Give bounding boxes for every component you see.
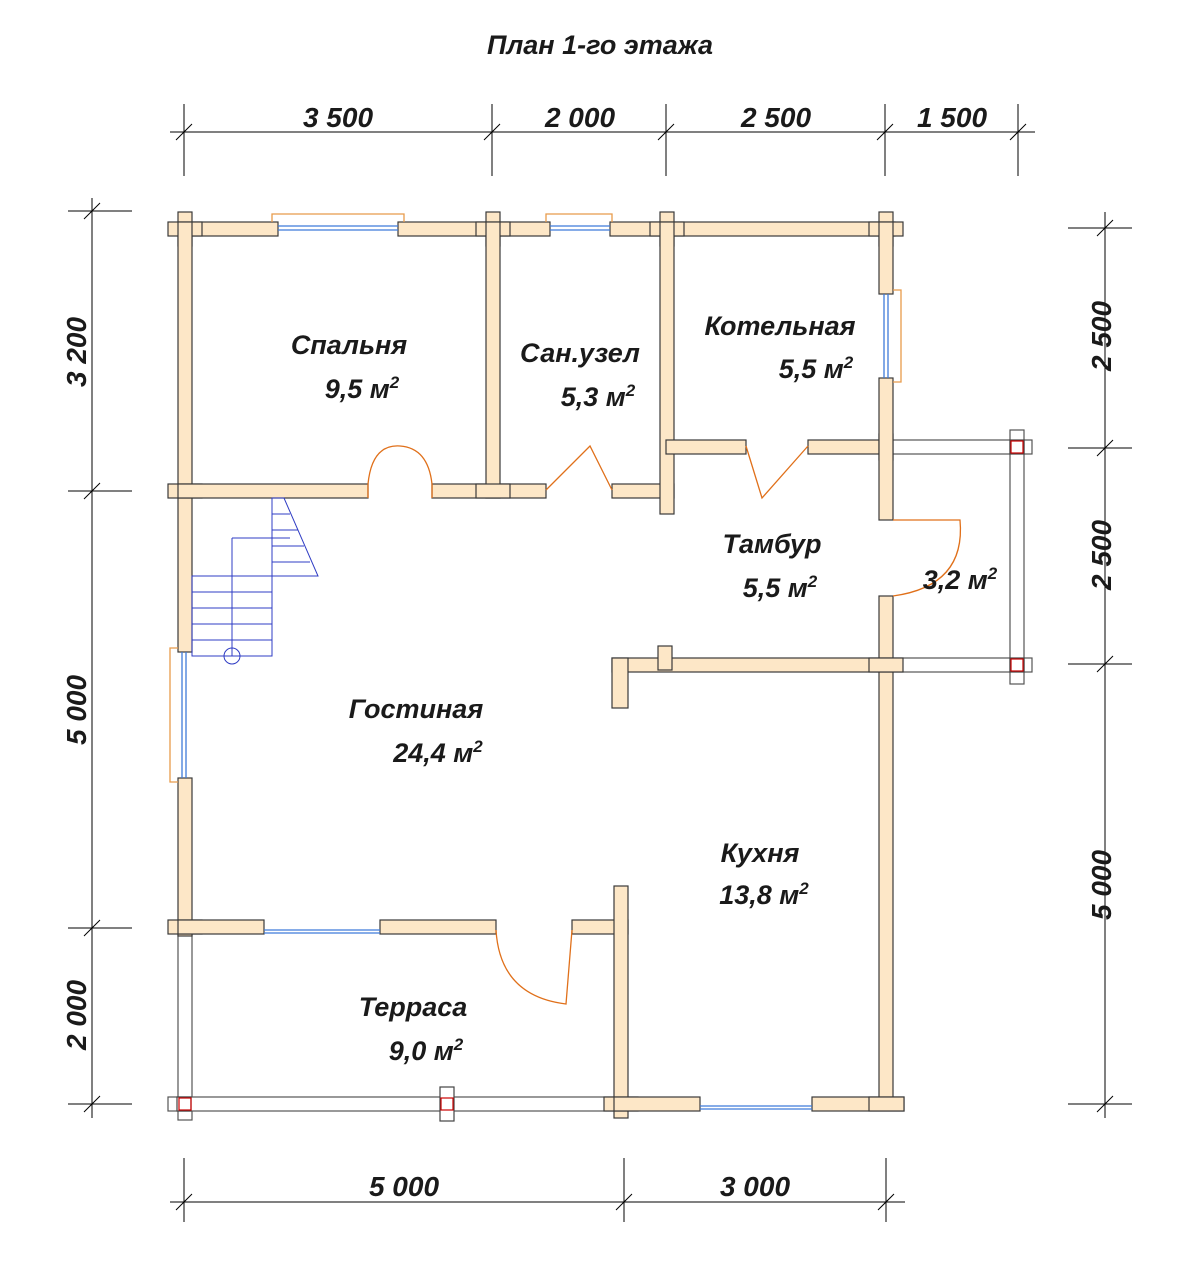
room-name-bedroom: Спальня: [291, 330, 407, 360]
room-name-kitchen: Кухня: [721, 838, 800, 868]
room-name-vestibule: Тамбур: [722, 529, 821, 559]
dimension-top: 3 500 2 000 2 500 1 500: [170, 102, 1035, 176]
dimension-left: 3 200 5 000 2 000: [61, 198, 132, 1118]
room-area-bedroom: 9,5 м2: [325, 373, 400, 404]
dim-bottom-2: 3 000: [720, 1171, 790, 1202]
porch-area: 3,2 м2: [923, 564, 998, 595]
room-area-vestibule: 5,5 м2: [743, 572, 818, 603]
dim-right-3: 5 000: [1086, 850, 1117, 920]
room-name-boiler-room: Котельная: [704, 311, 855, 341]
windows: [169, 213, 902, 1110]
plan-title: План 1-го этажа: [487, 30, 713, 60]
walls: [167, 211, 905, 1119]
dim-top-3: 2 500: [740, 102, 811, 133]
room-area-living-room: 24,4 м2: [392, 737, 483, 768]
room-area-boiler-room: 5,5 м2: [779, 353, 854, 384]
room-name-living-room: Гостиная: [349, 694, 484, 724]
stair: [191, 497, 319, 665]
dim-left-2: 5 000: [61, 675, 92, 745]
doors: [367, 444, 962, 1005]
room-name-bathroom: Сан.узел: [520, 338, 640, 368]
room-name-terrace: Терраса: [359, 992, 468, 1022]
porch-railing: [889, 429, 1033, 685]
dim-right-1: 2 500: [1086, 301, 1117, 372]
dim-top-1: 3 500: [303, 102, 373, 133]
dim-bottom-1: 5 000: [369, 1171, 439, 1202]
room-area-bathroom: 5,3 м2: [561, 381, 636, 412]
room-area-kitchen: 13,8 м2: [719, 879, 809, 910]
room-labels: Спальня 9,5 м2 Сан.узел 5,3 м2 Котельная…: [291, 311, 998, 1066]
dim-left-3: 2 000: [61, 980, 92, 1051]
dim-top-4: 1 500: [917, 102, 987, 133]
room-area-terrace: 9,0 м2: [389, 1035, 464, 1066]
dimension-right: 2 500 2 500 5 000: [1068, 212, 1132, 1118]
dimension-bottom: 5 000 3 000: [170, 1158, 905, 1222]
terrace-railing: [167, 927, 629, 1121]
dim-top-2: 2 000: [544, 102, 615, 133]
posts: [176, 439, 1025, 1122]
dim-right-2: 2 500: [1086, 520, 1117, 591]
dim-left-1: 3 200: [61, 317, 92, 387]
